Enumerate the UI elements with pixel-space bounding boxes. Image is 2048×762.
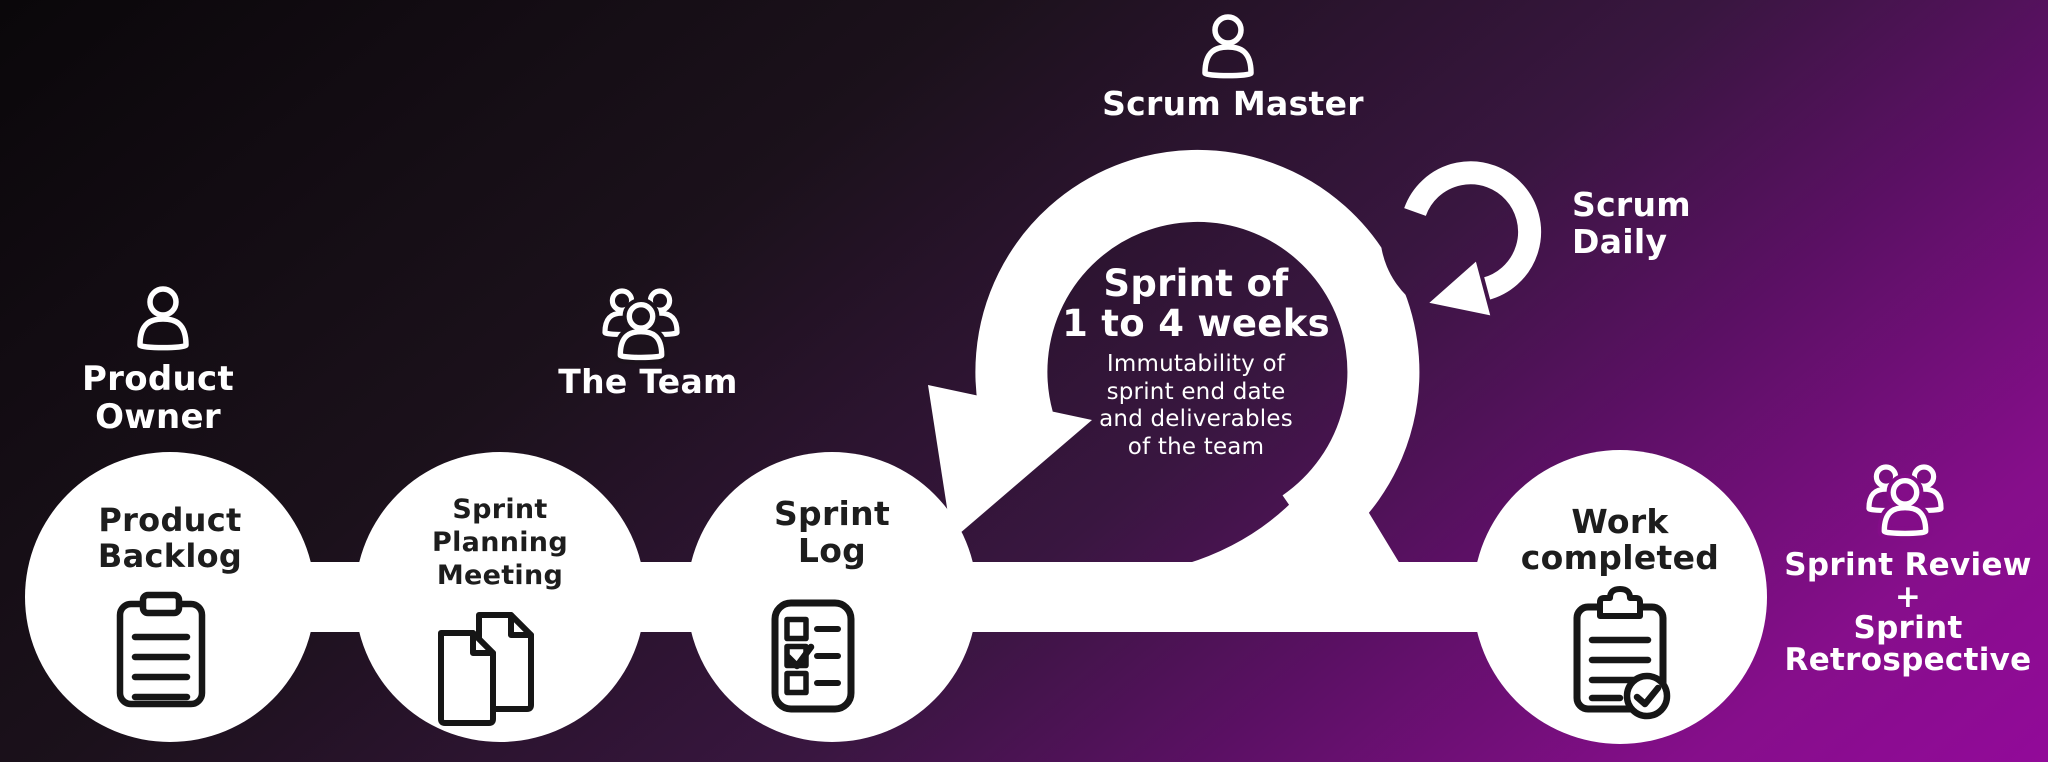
scrum-master-line: Scrum Master: [1102, 84, 1364, 123]
sprint-loop-title-line: Sprint of: [1103, 262, 1289, 305]
scrum-master-label: Scrum Master: [1102, 84, 1364, 123]
loop-arrow-icon: [1380, 142, 1560, 322]
work-completed-label: Work completed: [1520, 502, 1720, 578]
sprint-review-line: Sprint Review: [1784, 547, 2032, 583]
product-owner-line: Owner: [95, 397, 221, 438]
the-team-line: The Team: [558, 362, 738, 401]
sprint-cycle-arrow: [928, 149, 1420, 564]
product-backlog-label: Product Backlog: [98, 502, 242, 575]
the-team-label: The Team: [558, 362, 737, 401]
product-owner-label: Product Owner: [82, 360, 234, 436]
stage-circle-sprint-log: [687, 452, 977, 742]
sprint-loop-subtitle-line: sprint end date: [1106, 378, 1286, 405]
sprint-log-label: Sprint Log: [773, 494, 891, 570]
sprint-retrospective-line: Retrospective: [1784, 641, 2032, 678]
sprint-cycle-ring: [975, 149, 1420, 555]
sprint-planning-line: Planning: [432, 526, 568, 558]
sprint-loop-subtitle-line: Immutability of: [1106, 351, 1286, 377]
clipboard-check-icon: [1573, 586, 1671, 720]
sprint-cycle-arrowhead: [928, 385, 1092, 540]
product-backlog-line: Backlog: [97, 537, 243, 576]
work-completed-line: completed: [1520, 538, 1720, 578]
stage-circle-sprint-planning: [355, 452, 645, 742]
sprint-review-retrospective-label: Sprint Review + Sprint Retrospective: [1784, 547, 2032, 678]
sprint-log-line: Sprint: [773, 494, 891, 533]
loop-arrowhead: [1420, 254, 1496, 321]
checklist-icon: [771, 599, 855, 713]
connector-bar-long: [950, 562, 1490, 632]
sprint-planning-line: Meeting: [436, 559, 564, 591]
sprint-retrospective-line: Sprint: [1853, 610, 1963, 647]
product-owner-line: Product: [81, 359, 235, 399]
sprint-loop-subtitle-line: and deliverables: [1099, 406, 1293, 433]
sprint-loop-subtitle: Immutability of sprint end date and deli…: [1099, 351, 1293, 461]
sprint-planning-line: Sprint: [452, 494, 548, 525]
sprint-loop-title: Sprint of 1 to 4 weeks: [1062, 264, 1330, 344]
scrum-daily-line: Daily: [1572, 222, 1668, 262]
stage-circles: [25, 450, 1767, 744]
sprint-loop-subtitle-line: of the team: [1127, 433, 1265, 460]
clipboard-icon: [116, 591, 206, 708]
sprint-planning-meeting-label: Sprint Planning Meeting: [432, 494, 568, 593]
work-completed-line: Work: [1571, 502, 1669, 541]
loop-ring: [1404, 161, 1542, 301]
plus-separator: +: [1894, 578, 1922, 615]
sprint-log-line: Log: [797, 530, 867, 570]
product-backlog-line: Product: [98, 501, 242, 539]
scrum-daily-label: Scrum Daily: [1572, 186, 1691, 261]
sprint-loop-title-line: 1 to 4 weeks: [1062, 301, 1330, 345]
sprint-cycle-ring-merge: [1186, 452, 1400, 564]
documents-icon: [438, 612, 534, 726]
scrum-daily-line: Scrum: [1572, 185, 1691, 224]
